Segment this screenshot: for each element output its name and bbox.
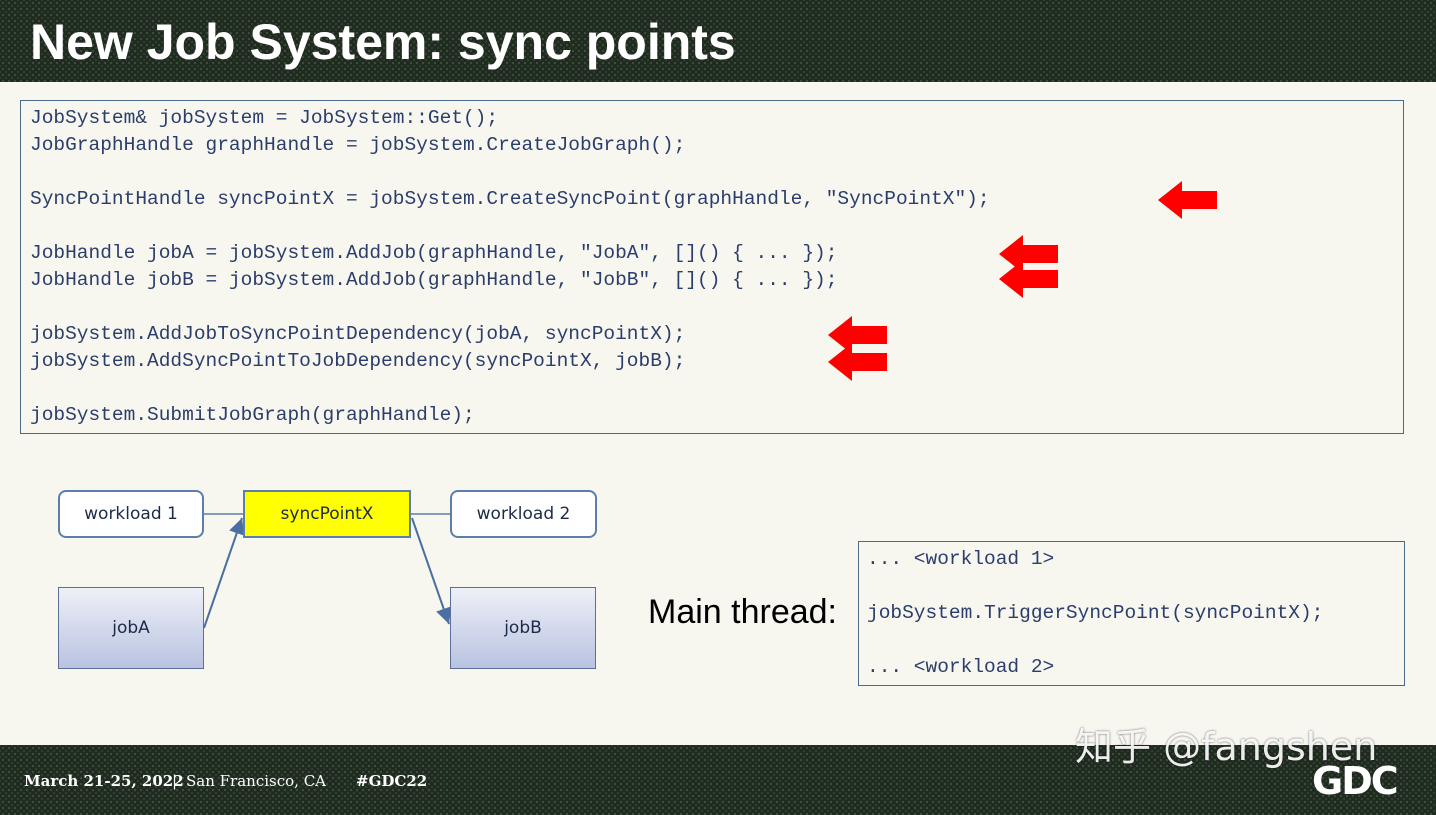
red-arrow-icon [999,260,1058,298]
watermark-text: 知乎 @fangshen [1075,725,1378,769]
code-line-submit-graph: jobSystem.SubmitJobGraph(graphHandle); [30,404,475,426]
code-line-get-jobsystem: JobSystem& jobSystem = JobSystem::Get(); [30,107,499,129]
workload-2-label: workload 2 [476,504,571,524]
code-line-sync-to-job-dependency: jobSystem.AddSyncPointToJobDependency(sy… [30,350,686,372]
main-thread-label: Main thread: [648,593,837,631]
job-b-node: jobB [450,587,596,669]
main-thread-line-workload1: ... <workload 1> [867,548,1055,570]
code-line-add-job-a: JobHandle jobA = jobSystem.AddJob(graphH… [30,242,838,264]
code-line-create-graph: JobGraphHandle graphHandle = jobSystem.C… [30,134,686,156]
main-thread-line-workload2: ... <workload 2> [867,656,1055,678]
footer-bar: March 21-25, 2022 | San Francisco, CA #G… [0,745,1436,815]
link-joba-sync [203,517,245,629]
job-a-label: jobA [112,618,150,638]
sync-point-node: syncPointX [243,490,411,538]
footer-separator: | [172,772,178,790]
main-thread-line-trigger: jobSystem.TriggerSyncPoint(syncPointX); [867,602,1324,624]
title-bar: New Job System: sync points [0,0,1436,82]
gdc-logo: GDC [1312,759,1399,803]
event-date: March 21-25, 2022 [24,772,184,790]
code-block: JobSystem& jobSystem = JobSystem::Get();… [20,100,1404,434]
main-thread-code-block: ... <workload 1> jobSystem.TriggerSyncPo… [858,541,1405,686]
job-a-node: jobA [58,587,204,669]
slide-title: New Job System: sync points [30,14,736,70]
red-arrow-icon [828,343,887,381]
code-line-create-syncpoint: SyncPointHandle syncPointX = jobSystem.C… [30,188,990,210]
workload-2-node: workload 2 [450,490,597,538]
red-arrow-icon [828,316,887,354]
event-hashtag: #GDC22 [356,772,428,790]
link-sync-jobb [411,517,452,625]
code-line-add-job-b: JobHandle jobB = jobSystem.AddJob(graphH… [30,269,838,291]
red-arrow-icon [1158,181,1217,219]
job-b-label: jobB [504,618,542,638]
sync-point-label: syncPointX [280,504,374,524]
code-line-job-to-sync-dependency: jobSystem.AddJobToSyncPointDependency(jo… [30,323,686,345]
workload-1-label: workload 1 [84,504,178,524]
workload-1-node: workload 1 [58,490,204,538]
event-location: San Francisco, CA [186,772,327,790]
red-arrow-icon [999,235,1058,273]
